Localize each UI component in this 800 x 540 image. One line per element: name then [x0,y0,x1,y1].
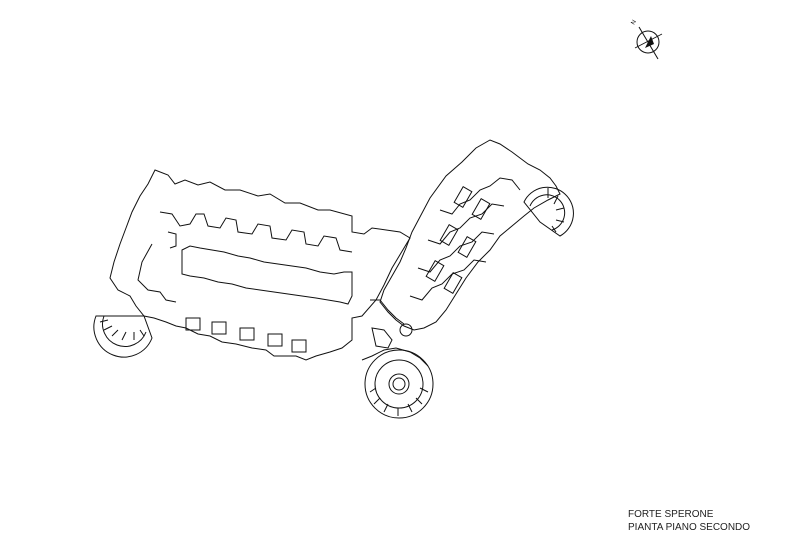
left-wing [109,169,411,361]
central-junction [370,299,413,349]
upper-right-bastion [523,186,574,237]
north-arrow-icon: N [631,19,663,60]
right-wing [379,139,561,331]
north-label: N [631,19,638,26]
left-bastion [93,315,153,358]
title-block: FORTE SPERONE PIANTA PIANO SECONDO [628,508,750,534]
lower-bastion [361,347,434,419]
drawing-title: FORTE SPERONE [628,509,714,520]
drawing-subtitle: PIANTA PIANO SECONDO [628,522,751,533]
